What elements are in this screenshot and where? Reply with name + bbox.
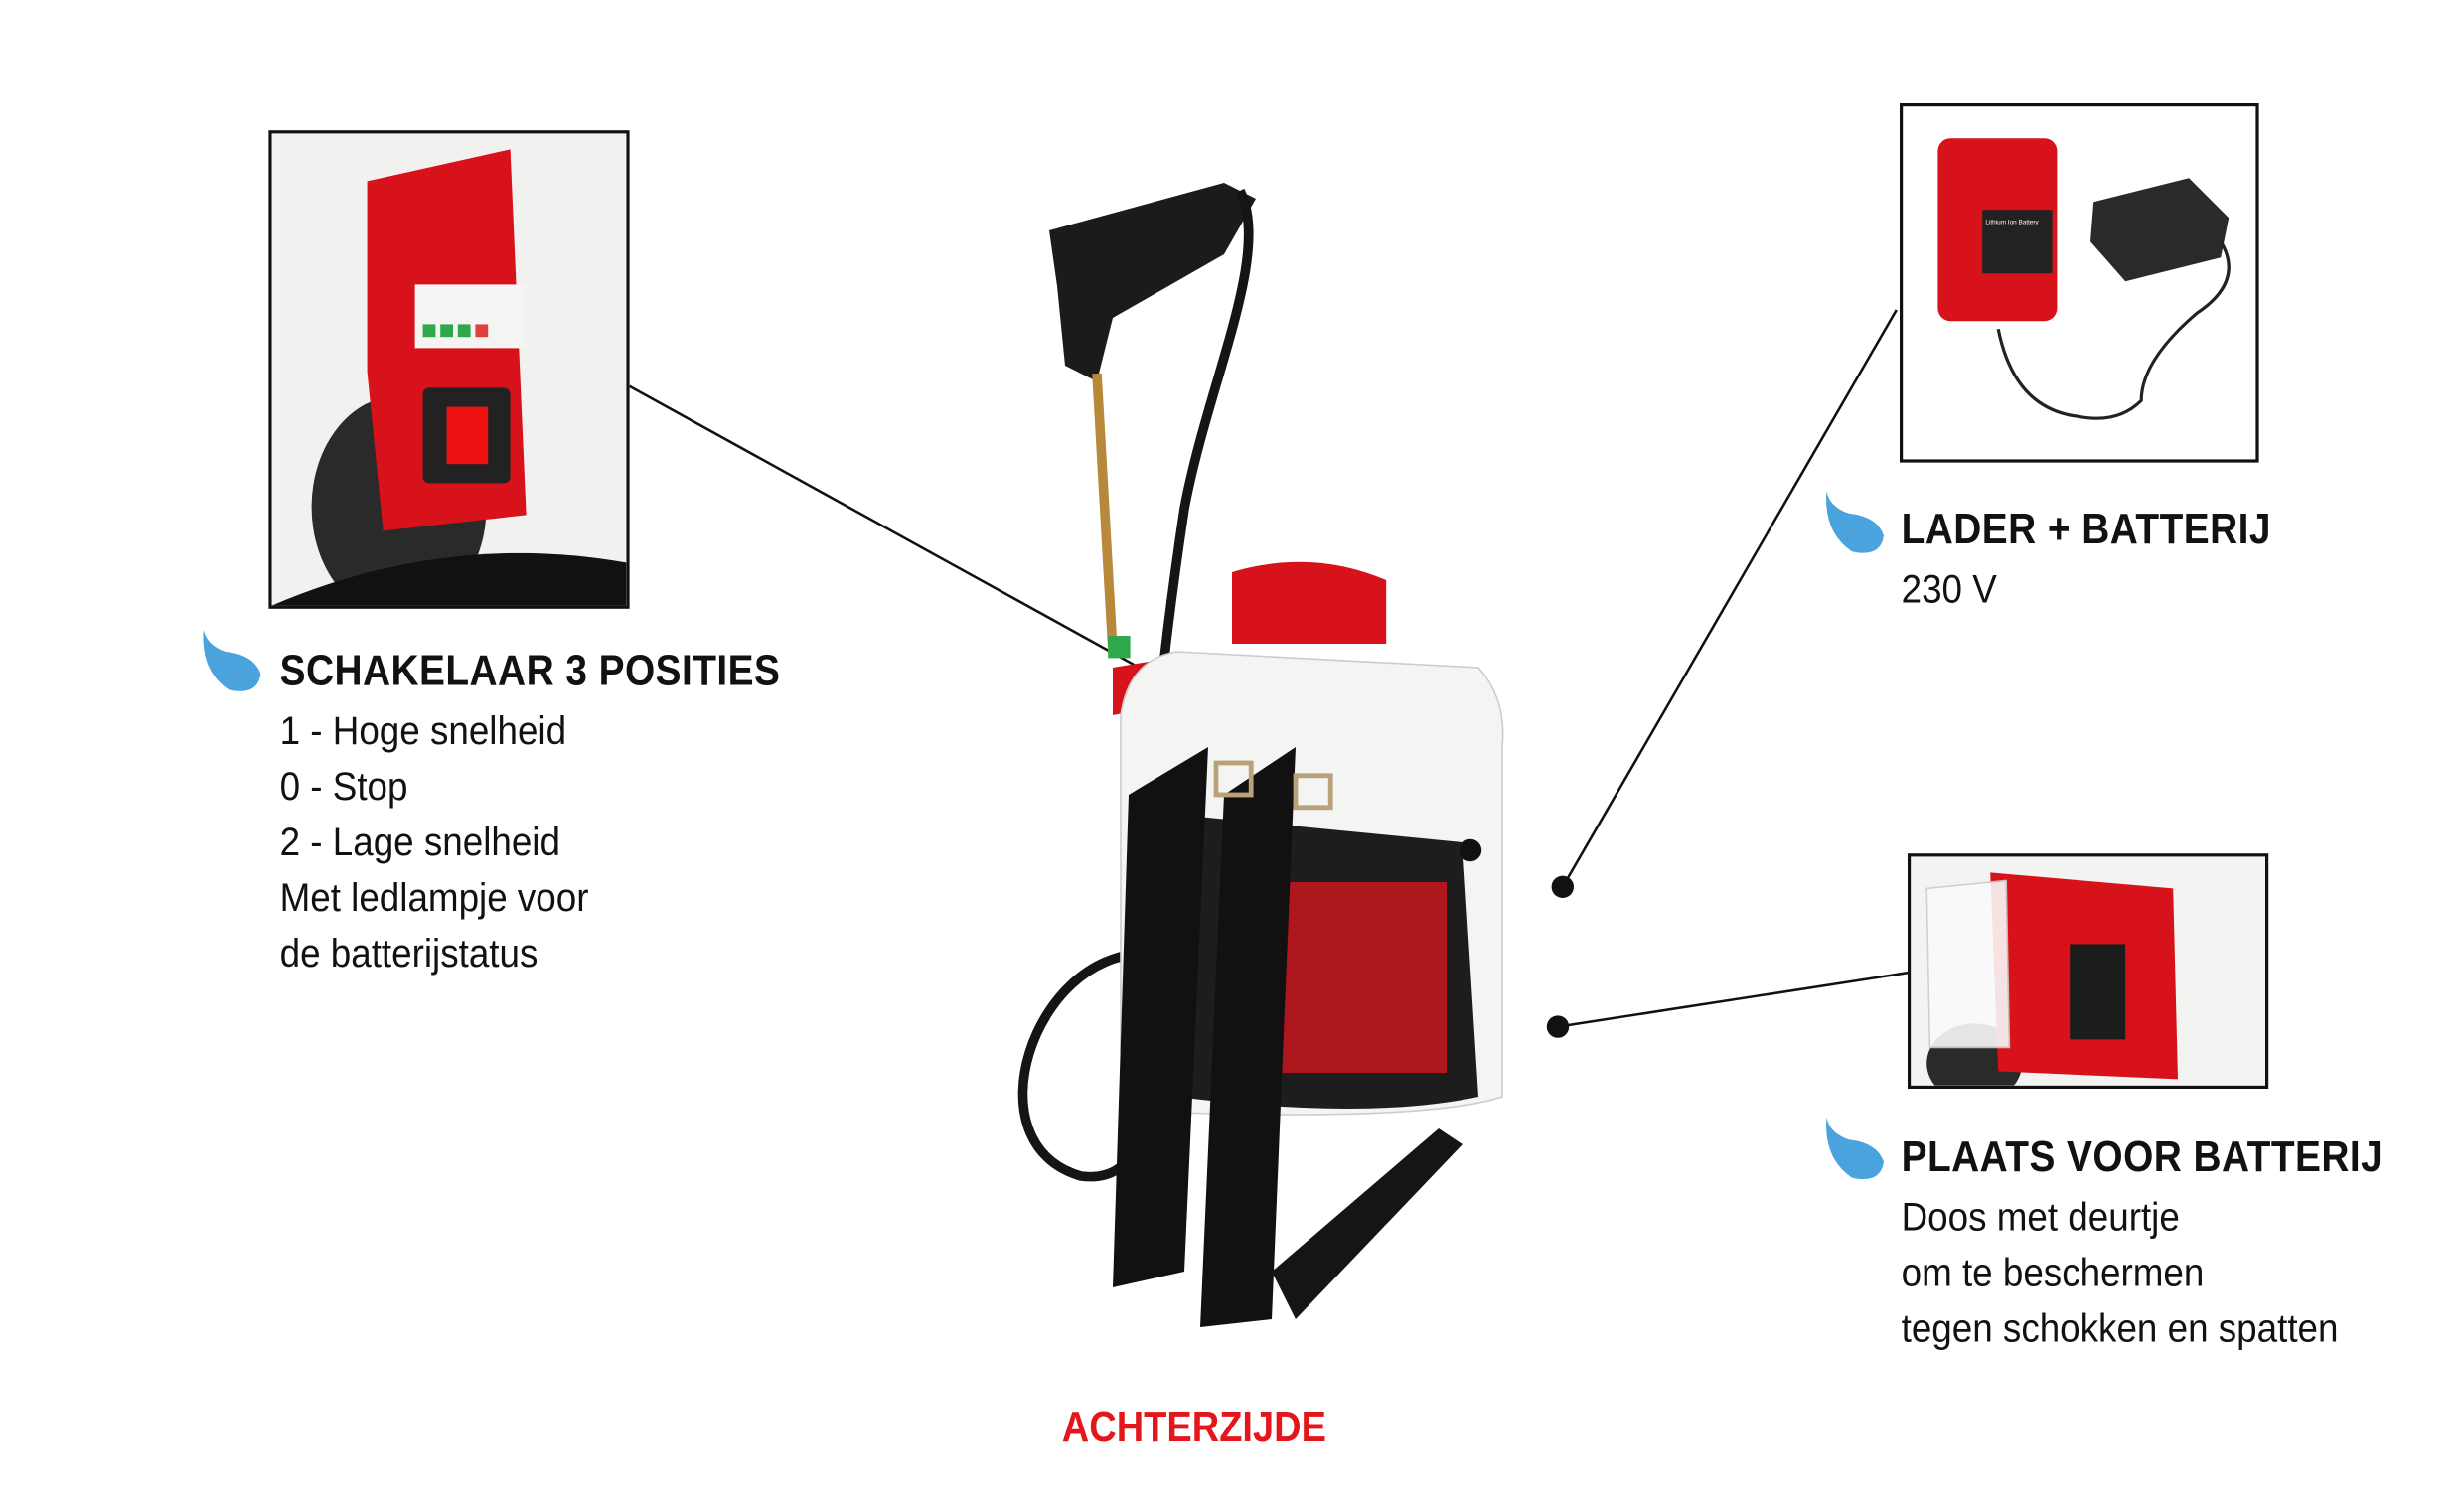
switch-line: 0 - Stop: [279, 764, 408, 810]
callout-dots: [1546, 875, 1574, 1038]
switch-line: de batterijstatus: [279, 931, 539, 976]
charger-battery-image: Lithium Ion Battery: [1900, 103, 2259, 463]
battery-slot-line: om te beschermen: [1901, 1251, 2205, 1295]
battery-slot-line: Doos met deurtje: [1901, 1195, 2180, 1240]
water-drop-icon: [1826, 1117, 1884, 1180]
charger-line: 230 V: [1901, 567, 1997, 612]
battery-label: Lithium Ion Battery: [1985, 218, 2039, 226]
switch-title: SCHAKELAAR 3 POSITIES: [279, 647, 781, 695]
water-drop-icon: [1826, 491, 1884, 553]
switch-line: 2 - Lage snelheid: [279, 820, 560, 865]
battery-slot-title: PLAATS VOOR BATTERIJ: [1901, 1132, 2384, 1181]
switch-closeup-image: [268, 130, 630, 609]
switch-line: Met ledlampje voor: [279, 875, 589, 921]
sprayer-image: [1017, 183, 1504, 1327]
charger-title: LADER + BATTERIJ: [1901, 505, 2271, 553]
battery-slot-image: [1908, 853, 2269, 1089]
view-caption: ACHTERZIJDE: [1061, 1403, 1326, 1451]
battery-slot-line: tegen schokken en spatten: [1901, 1306, 2339, 1351]
switch-line: 1 - Hoge snelheid: [279, 708, 567, 754]
water-drop-icon: [203, 629, 261, 691]
